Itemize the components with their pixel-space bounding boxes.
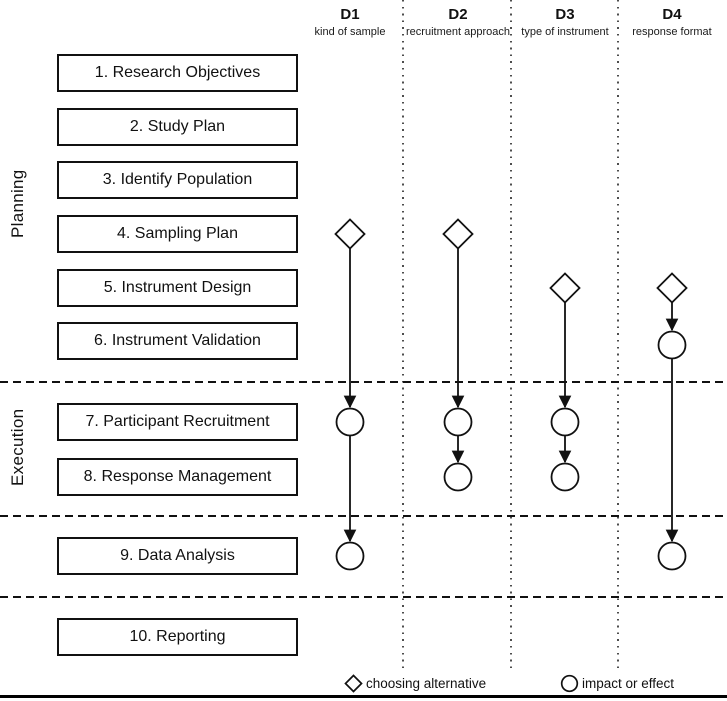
- impact-circle: [550, 407, 580, 437]
- legend-item-impact-or-effect: impact or effect: [559, 673, 674, 694]
- impact-circle: [657, 330, 687, 360]
- phase-label-planning: Planning: [8, 169, 27, 239]
- bottom-rule: [0, 695, 727, 698]
- column-header-d3: D3 type of instrument: [510, 6, 620, 38]
- d4-connector-group: [656, 272, 688, 571]
- column-subtitle: response format: [632, 26, 712, 38]
- step-box-instrument-validation: 6. Instrument Validation: [57, 322, 298, 360]
- legend-item-choosing-alternative: choosing alternative: [343, 673, 486, 694]
- column-header-d2: D2 recruitment approach: [403, 6, 513, 38]
- column-id: D1: [340, 6, 360, 23]
- impact-circle: [443, 462, 473, 492]
- phase-separator-planning-execution: [0, 381, 727, 384]
- decision-diamond: [549, 272, 581, 304]
- step-label: 3. Identify Population: [102, 171, 253, 188]
- impact-circle: [335, 407, 365, 437]
- impact-circle: [657, 541, 687, 571]
- column-subtitle: kind of sample: [314, 26, 386, 38]
- decision-diamond: [334, 218, 366, 250]
- column-id: D3: [555, 6, 575, 23]
- column-id: D4: [662, 6, 682, 23]
- step-label: 5. Instrument Design: [103, 279, 252, 296]
- step-box-research-objectives: 1. Research Objectives: [57, 54, 298, 92]
- decision-diamond: [656, 272, 688, 304]
- step-label: 2. Study Plan: [129, 118, 226, 135]
- column-subtitle: recruitment approach: [406, 26, 510, 38]
- phase-label-execution: Execution: [8, 408, 27, 486]
- legend-label: impact or effect: [582, 676, 675, 691]
- step-label: 6. Instrument Validation: [94, 332, 261, 349]
- column-subtitle: type of instrument: [521, 26, 609, 38]
- column-separator-d1-d2: [402, 0, 404, 670]
- phase-separator-analysis-reporting: [0, 596, 727, 599]
- step-box-study-plan: 2. Study Plan: [57, 108, 298, 146]
- impact-circle: [335, 541, 365, 571]
- step-label: 7. Participant Recruitment: [85, 413, 270, 430]
- step-label: 8. Response Management: [83, 468, 272, 485]
- circle-legend-icon: [560, 674, 579, 693]
- phase-separator-execution-analysis: [0, 515, 727, 518]
- impact-circle: [443, 407, 473, 437]
- d2-connector-group: [442, 218, 474, 492]
- step-label: 4. Sampling Plan: [117, 225, 238, 242]
- step-box-data-analysis: 9. Data Analysis: [57, 537, 298, 575]
- column-id: D2: [448, 6, 468, 23]
- step-box-instrument-design: 5. Instrument Design: [57, 269, 298, 307]
- step-label: 9. Data Analysis: [120, 547, 235, 564]
- step-box-participant-recruitment: 7. Participant Recruitment: [57, 403, 298, 441]
- step-box-sampling-plan: 4. Sampling Plan: [57, 215, 298, 253]
- column-separator-d3-d4: [617, 0, 619, 670]
- column-separator-d2-d3: [510, 0, 512, 670]
- column-header-d4: D4 response format: [617, 6, 727, 38]
- step-label: 10. Reporting: [129, 628, 226, 645]
- diamond-legend-icon: [344, 674, 363, 693]
- step-label: 1. Research Objectives: [94, 64, 261, 81]
- step-box-identify-population: 3. Identify Population: [57, 161, 298, 199]
- step-box-reporting: 10. Reporting: [57, 618, 298, 656]
- column-header-d1: D1 kind of sample: [295, 6, 405, 38]
- impact-circle: [550, 462, 580, 492]
- legend-label: choosing alternative: [366, 676, 487, 691]
- decision-diamond: [442, 218, 474, 250]
- step-box-response-management: 8. Response Management: [57, 458, 298, 496]
